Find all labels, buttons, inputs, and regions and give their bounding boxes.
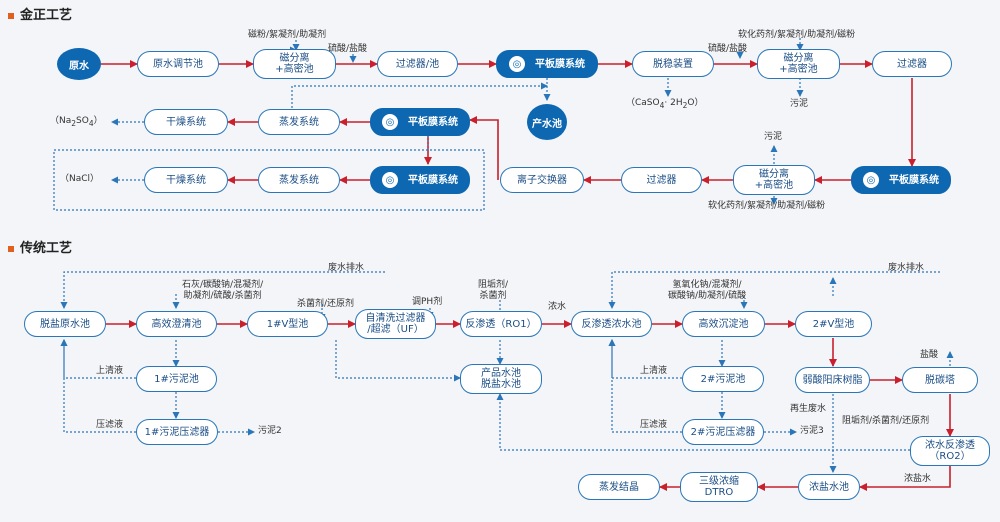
desilt-node[interactable]: 脱稳装置: [632, 51, 714, 77]
label-sludge-top-1: 污泥: [790, 99, 809, 109]
label-supernatant-1: 上清液: [96, 366, 124, 376]
brine-node[interactable]: 浓盐水池: [798, 474, 860, 500]
membrane-2-node[interactable]: ◎平板膜系统: [370, 108, 470, 136]
label-reagent-1: 磁粉/絮凝剂/助凝剂: [248, 30, 327, 40]
dry-system-2-node[interactable]: 干燥系统: [144, 167, 228, 193]
filter-tank-node[interactable]: 过滤器/池: [377, 51, 458, 77]
raw-water-node[interactable]: 原水: [57, 48, 101, 80]
adjust-tank-node[interactable]: 原水调节池: [137, 51, 219, 77]
membrane-icon: ◎: [382, 114, 398, 130]
label-waste-1: 废水排水: [328, 263, 365, 273]
label-caso4: （CaSO4· 2H2O）: [626, 98, 704, 110]
label-sludge-2: 污泥2: [258, 426, 282, 436]
label-conc: 浓水: [548, 302, 567, 312]
label-na2so4: （Na2SO4）: [50, 116, 103, 128]
membrane-icon: ◎: [382, 172, 398, 188]
label-sludge-3: 污泥3: [800, 426, 824, 436]
filter-2-node[interactable]: 过滤器: [872, 51, 952, 77]
press-2-node[interactable]: 2#污泥压滤器: [682, 419, 764, 445]
label-reagent-2: 软化药剂/絮凝剂/助凝剂/磁粉: [738, 30, 856, 40]
ro2-node[interactable]: 浓水反渗透 （RO2）: [910, 436, 990, 466]
mag-sep-2-node[interactable]: 磁分离 +高密池: [757, 49, 840, 79]
ion-exchanger-node[interactable]: 离子交换器: [500, 167, 584, 193]
hs-settle-node[interactable]: 高效沉淀池: [682, 311, 765, 337]
section-title-jinzheng: 金正工艺: [8, 4, 72, 23]
evap-system-1-node[interactable]: 蒸发系统: [258, 109, 340, 135]
label-bactericide: 杀菌剂/还原剂: [297, 299, 355, 309]
ro-conc-node[interactable]: 反渗透浓水池: [571, 311, 652, 337]
section-title-traditional: 传统工艺: [8, 237, 72, 256]
dry-system-1-node[interactable]: 干燥系统: [144, 109, 228, 135]
label-nacl: （NaCl）: [60, 174, 100, 184]
dtro-node[interactable]: 三级浓缩 DTRO: [680, 472, 758, 502]
v-tank-1-node[interactable]: 1#V型池: [247, 311, 328, 337]
press-1-node[interactable]: 1#污泥压滤器: [136, 419, 218, 445]
filter-3-node[interactable]: 过滤器: [621, 167, 702, 193]
weak-acid-node[interactable]: 弱酸阳床树脂: [795, 367, 870, 393]
membrane-icon: ◎: [863, 172, 879, 188]
mag-sep-3-node[interactable]: 磁分离 +高密池: [733, 165, 815, 195]
evap-node[interactable]: 蒸发结晶: [578, 474, 660, 500]
label-sludge-top-2: 污泥: [764, 132, 783, 142]
label-regen: 再生废水: [790, 404, 827, 414]
clarifier-node[interactable]: 高效澄清池: [136, 311, 217, 337]
label-supernatant-2: 上清液: [640, 366, 668, 376]
ro1-node[interactable]: 反渗透（RO1）: [460, 311, 542, 337]
v-tank-2-node[interactable]: 2#V型池: [795, 311, 872, 337]
membrane-4-node[interactable]: ◎平板膜系统: [851, 166, 951, 194]
membrane-icon: ◎: [509, 56, 525, 72]
label-scale-2: 阻垢剂/杀菌剂/还原剂: [842, 416, 930, 426]
label-hcl: 盐酸: [920, 350, 939, 360]
label-waste-2: 废水排水: [888, 263, 925, 273]
label-scale: 阻垢剂/ 杀菌剂: [478, 280, 509, 301]
label-reagent-3: 软化药剂/絮凝剂/助凝剂/磁粉: [708, 201, 826, 211]
decarb-node[interactable]: 脱碳塔: [902, 367, 978, 393]
label-brine: 浓盐水: [904, 474, 932, 484]
evap-system-2-node[interactable]: 蒸发系统: [258, 167, 340, 193]
label-filtrate-2: 压滤液: [640, 420, 668, 430]
product-water-node[interactable]: 产水池: [527, 104, 567, 140]
label-lime: 石灰/碳酸钠/混凝剂/ 助凝剂/硫酸/杀菌剂: [182, 280, 264, 301]
label-ph: 调PH剂: [412, 297, 443, 307]
label-acid-1: 硫酸/盐酸: [328, 44, 368, 54]
product-node[interactable]: 产品水池 脱盐水池: [460, 364, 542, 394]
sludge-2-node[interactable]: 2#污泥池: [682, 366, 764, 392]
label-acid-2: 硫酸/盐酸: [708, 44, 748, 54]
mag-sep-1-node[interactable]: 磁分离 +高密池: [253, 49, 336, 79]
sludge-1-node[interactable]: 1#污泥池: [136, 366, 217, 392]
membrane-1-node[interactable]: ◎平板膜系统: [496, 50, 598, 78]
label-filtrate-1: 压滤液: [96, 420, 124, 430]
membrane-3-node[interactable]: ◎平板膜系统: [370, 166, 470, 194]
label-naoh: 氢氧化钠/混凝剂/ 碳酸钠/助凝剂/硫酸: [668, 280, 747, 301]
uf-node[interactable]: 自清洗过滤器 /超滤（UF）: [355, 309, 436, 339]
desalt-raw-node[interactable]: 脱盐原水池: [24, 311, 106, 337]
